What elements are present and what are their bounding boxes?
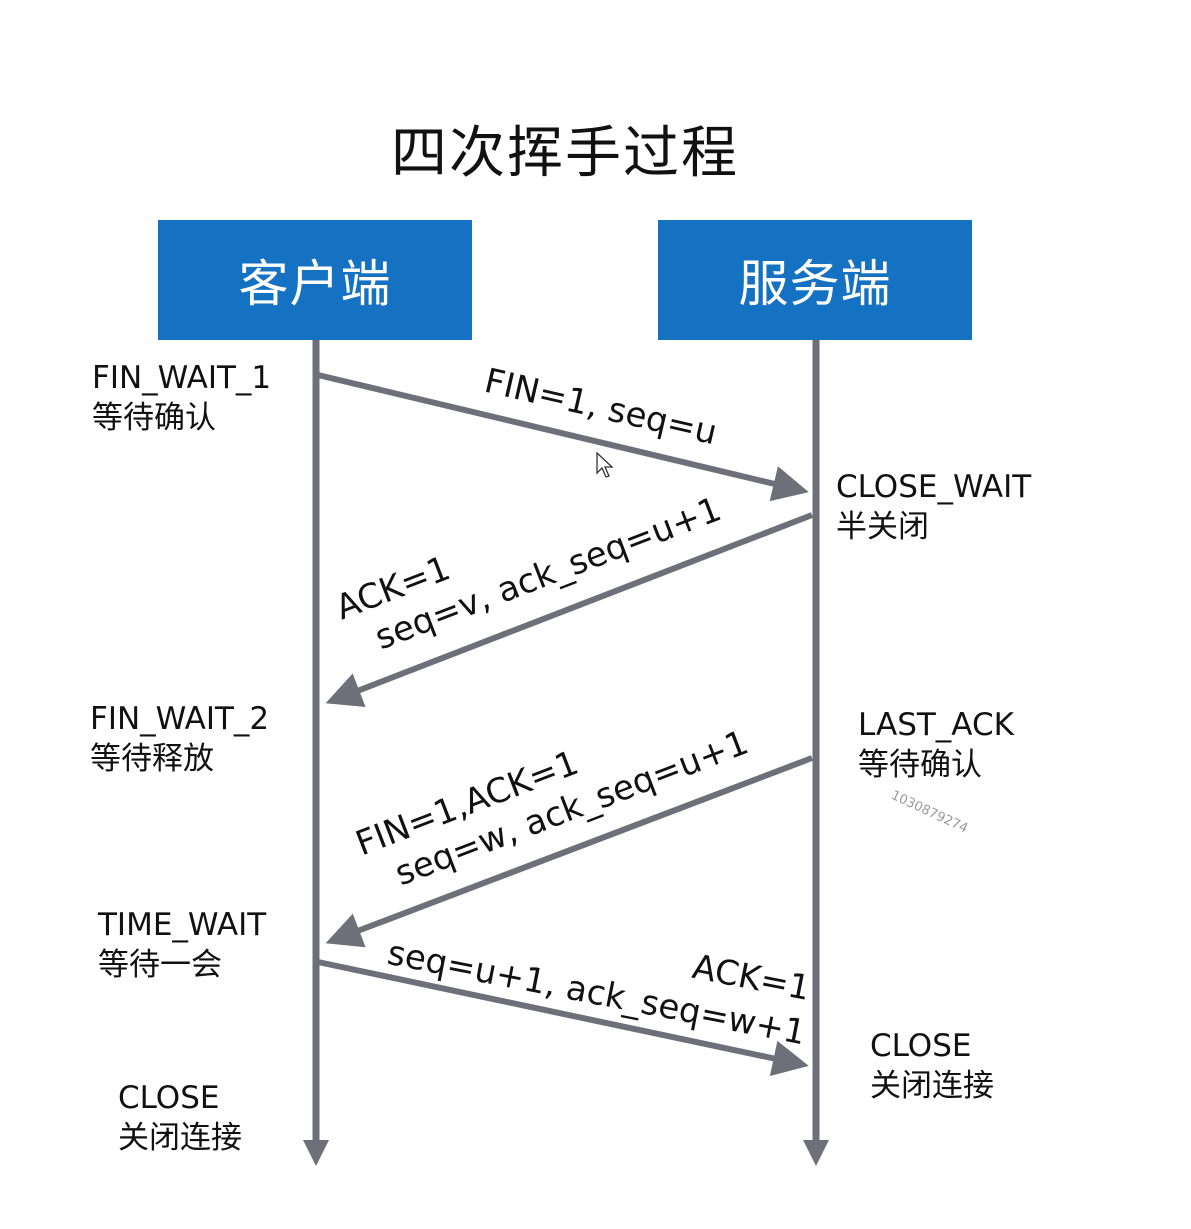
client-lifeline-arrowhead <box>303 1140 329 1166</box>
state-close-wait: CLOSE_WAIT 半关闭 <box>836 467 1031 547</box>
state-time-wait-en: TIME_WAIT <box>98 907 267 943</box>
client-label: 客户端 <box>238 255 392 313</box>
state-fin-wait-1-en: FIN_WAIT_1 <box>92 360 272 396</box>
state-server-close-cn: 关闭连接 <box>870 1068 994 1104</box>
state-last-ack: LAST_ACK 等待确认 <box>858 705 1014 785</box>
message-arrow-ack-2 <box>317 959 809 1077</box>
message-arrow-ack-1 <box>325 512 814 708</box>
message-arrow-fin-1 <box>317 372 809 502</box>
state-client-close-cn: 关闭连接 <box>118 1120 242 1156</box>
state-fin-wait-1: FIN_WAIT_1 等待确认 <box>92 358 271 438</box>
server-box: 服务端 <box>658 220 972 340</box>
state-time-wait-cn: 等待一会 <box>98 947 222 983</box>
state-time-wait: TIME_WAIT 等待一会 <box>98 905 266 985</box>
state-fin-wait-1-cn: 等待确认 <box>92 400 216 436</box>
client-box: 客户端 <box>158 220 472 340</box>
server-label: 服务端 <box>738 255 892 313</box>
state-client-close-en: CLOSE <box>118 1080 220 1116</box>
state-last-ack-cn: 等待确认 <box>858 747 982 783</box>
state-last-ack-en: LAST_ACK <box>858 707 1014 743</box>
mouse-cursor-icon <box>596 452 614 478</box>
state-fin-wait-2-cn: 等待释放 <box>90 741 214 777</box>
server-lifeline-arrowhead <box>803 1140 829 1166</box>
state-server-close-en: CLOSE <box>870 1028 972 1064</box>
state-fin-wait-2-en: FIN_WAIT_2 <box>90 701 270 737</box>
state-server-close: CLOSE 关闭连接 <box>870 1026 994 1106</box>
message-arrow-fin-2 <box>325 755 814 948</box>
diagram-title: 四次挥手过程 <box>391 121 739 186</box>
state-fin-wait-2: FIN_WAIT_2 等待释放 <box>90 699 269 779</box>
state-close-wait-en: CLOSE_WAIT <box>836 469 1032 505</box>
state-close-wait-cn: 半关闭 <box>836 509 929 545</box>
state-client-close: CLOSE 关闭连接 <box>118 1078 242 1158</box>
